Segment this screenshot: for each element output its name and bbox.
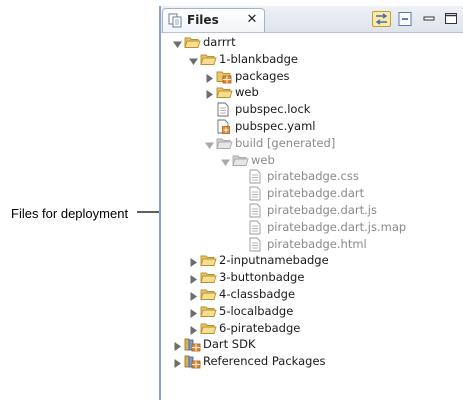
folder-icon — [216, 136, 233, 150]
tree-item[interactable]: packages — [161, 68, 463, 85]
collapsed-arrow-icon[interactable] — [189, 307, 198, 318]
tree-item[interactable]: piratebadge.html — [161, 236, 463, 253]
tree-item-label: pubspec.lock — [235, 102, 311, 117]
tree-item[interactable]: piratebadge.dart.js.map — [161, 219, 463, 236]
tree-item-label: 3-buttonbadge — [219, 270, 305, 285]
tree-item-label: piratebadge.dart — [267, 186, 365, 201]
folder-icon — [200, 253, 217, 267]
tree-item-label: Dart SDK — [203, 337, 256, 352]
expanded-arrow-icon[interactable] — [221, 156, 230, 166]
tree-item-label: piratebadge.html — [267, 236, 367, 251]
expanded-arrow-icon[interactable] — [173, 38, 182, 48]
tree-item[interactable]: piratebadge.dart — [161, 185, 463, 202]
tree-item[interactable]: darrrt — [161, 34, 463, 51]
folder-icon — [200, 270, 217, 284]
tree-item-label: 1-blankbadge — [219, 51, 298, 66]
tree-item[interactable]: piratebadge.dart.js — [161, 202, 463, 219]
folder-icon — [216, 85, 233, 99]
library-icon — [184, 354, 201, 369]
collapsed-arrow-icon[interactable] — [189, 290, 198, 301]
tree-item-label: piratebadge.dart.js — [267, 202, 377, 217]
close-icon[interactable]: ✕ — [246, 12, 258, 27]
tree-item-label: build [generated] — [235, 135, 336, 150]
tree-item[interactable]: Referenced Packages — [161, 353, 463, 370]
tree-item[interactable]: 5-localbadge — [161, 303, 463, 320]
link-arrows-icon — [375, 13, 388, 25]
yaml-file-icon — [216, 119, 232, 134]
tree-item[interactable]: 2-inputnamebadge — [161, 252, 463, 269]
tree-item[interactable]: piratebadge.css — [161, 168, 463, 185]
tree-item[interactable]: 1-blankbadge — [161, 51, 463, 68]
file-icon — [248, 169, 264, 184]
folder-icon — [184, 35, 201, 49]
folder-icon — [232, 153, 249, 167]
tab-files-label: Files — [187, 13, 219, 27]
tree-item-label: web — [251, 152, 275, 167]
collapsed-arrow-icon[interactable] — [205, 72, 214, 83]
expanded-arrow-icon[interactable] — [189, 55, 198, 65]
folder-icon — [200, 321, 217, 335]
link-with-editor-button[interactable] — [372, 11, 391, 27]
collapsed-arrow-icon[interactable] — [173, 340, 182, 352]
tree-item-label: darrrt — [203, 35, 236, 49]
folder-icon — [200, 52, 217, 66]
file-tree: darrrt 1-blankbadge packages web pubspec.loc… — [161, 34, 463, 370]
tree-item[interactable]: 3-buttonbadge — [161, 269, 463, 286]
collapsed-arrow-icon[interactable] — [189, 324, 198, 335]
maximize-button[interactable] — [444, 11, 458, 27]
tree-item-label: web — [235, 85, 259, 100]
tree-item-label: Referenced Packages — [203, 354, 326, 369]
folder-icon — [200, 304, 217, 318]
tree-item[interactable]: Dart SDK — [161, 336, 463, 353]
maximize-icon — [445, 13, 457, 24]
view-tabbar: Files ✕ — [161, 6, 463, 33]
tree-item-label: pubspec.yaml — [235, 118, 316, 133]
tree-item[interactable]: build [generated] — [161, 135, 463, 152]
package-folder-icon — [216, 69, 232, 83]
library-icon — [184, 337, 201, 352]
tree-item-label: 5-localbadge — [219, 303, 294, 318]
file-icon — [248, 186, 264, 201]
minimize-icon — [423, 16, 435, 21]
tree-item-label: 2-inputnamebadge — [219, 253, 329, 268]
collapse-all-icon — [398, 12, 412, 26]
tree-item[interactable]: 6-piratebadge — [161, 320, 463, 337]
collapsed-arrow-icon[interactable] — [173, 357, 182, 369]
tree-item[interactable]: 4-classbadge — [161, 286, 463, 303]
minimize-button[interactable] — [423, 11, 435, 27]
file-icon — [248, 237, 264, 252]
tree-item-label: 4-classbadge — [219, 286, 296, 301]
tree-item[interactable]: web — [161, 84, 463, 101]
tree-item-label: piratebadge.dart.js.map — [267, 219, 407, 234]
tree-item-label: packages — [235, 68, 290, 83]
collapsed-arrow-icon[interactable] — [189, 273, 198, 285]
tree-item-label: piratebadge.css — [267, 169, 359, 184]
collapsed-arrow-icon[interactable] — [205, 88, 214, 100]
folder-icon — [200, 287, 217, 301]
tree-item[interactable]: pubspec.yaml — [161, 118, 463, 135]
tree-item[interactable]: pubspec.lock — [161, 101, 463, 118]
tree-item[interactable]: web — [161, 152, 463, 169]
annotation-label: Files for deployment — [11, 206, 129, 221]
annotation: Files for deployment — [11, 206, 128, 221]
file-icon — [248, 220, 264, 235]
tree-item-label: 6-piratebadge — [219, 320, 301, 335]
file-icon — [216, 102, 232, 117]
expanded-arrow-icon[interactable] — [205, 139, 214, 149]
file-icon — [248, 203, 264, 218]
tab-files[interactable]: Files ✕ — [162, 8, 265, 32]
files-view-icon — [168, 13, 183, 31]
collapsed-arrow-icon[interactable] — [189, 256, 198, 268]
collapse-all-button[interactable] — [397, 11, 413, 27]
